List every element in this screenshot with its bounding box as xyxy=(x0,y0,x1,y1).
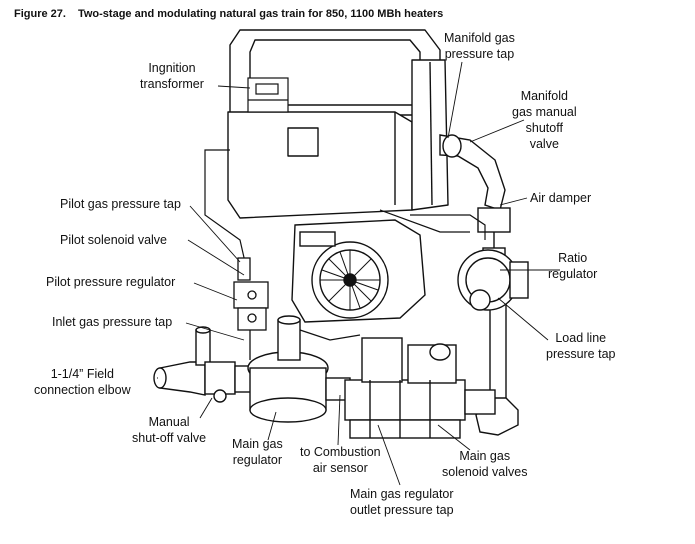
pilot-train xyxy=(233,257,269,360)
blower-part xyxy=(291,219,426,323)
heater-housing xyxy=(227,29,449,219)
ignition-transformer-part xyxy=(247,77,289,113)
sensing-tubing xyxy=(204,149,486,341)
main-gas-train xyxy=(153,315,496,439)
label-air-damper: Air damper xyxy=(530,191,592,205)
ratio-regulator-part xyxy=(457,249,529,311)
label-pilot-solenoid-valve: Pilot solenoid valve xyxy=(60,233,168,247)
figure-caption: Figure 27. Two-stage and modulating natur… xyxy=(14,8,443,20)
leader-lines xyxy=(157,61,560,486)
figure-number: Figure 27. xyxy=(14,8,66,20)
label-inlet-gas-pressure-tap: Inlet gas pressure tap xyxy=(52,315,173,329)
label-pilot-gas-pressure-tap: Pilot gas pressure tap xyxy=(60,197,181,211)
label-pilot-pressure-regulator: Pilot pressure regulator xyxy=(46,275,176,289)
figure-title: Two-stage and modulating natural gas tra… xyxy=(77,8,444,20)
